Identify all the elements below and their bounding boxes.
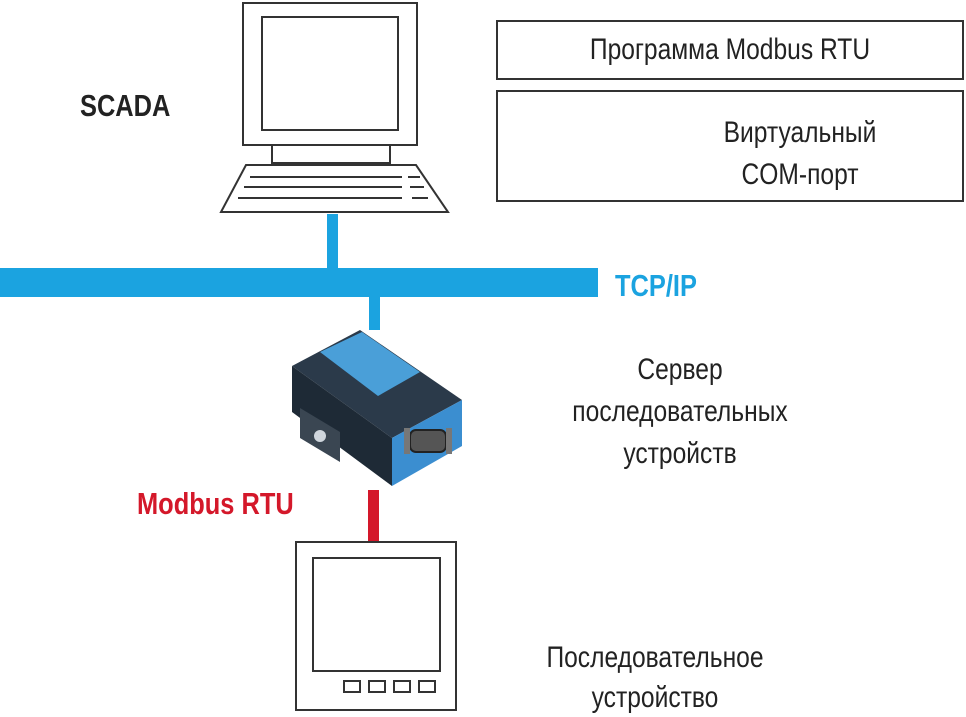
virtual-com-port-box (496, 90, 964, 202)
gateway-label-line2: последовательных (572, 395, 788, 428)
serial-device-icon (295, 541, 457, 711)
gateway-label-line3: устройств (623, 437, 737, 470)
modbus-rtu-label: Modbus RTU (137, 486, 294, 521)
scada-label: SCADA (80, 88, 171, 123)
virtual-port-label-line2: COM-порт (741, 158, 859, 191)
device-label-line2: устройство (591, 681, 719, 714)
serial-device-server-icon (292, 330, 462, 486)
gateway-label-line1: Сервер (637, 353, 723, 386)
device-label-line1: Последовательное (546, 641, 764, 674)
program-label: Программа Modbus RTU (589, 33, 871, 66)
virtual-port-label-line1: Виртуальный (723, 116, 877, 149)
tcpip-label: TCP/IP (615, 268, 697, 303)
modbus-rtu-line (368, 490, 379, 542)
computer-uplink-line (327, 214, 338, 274)
scada-computer-icon (219, 2, 450, 213)
gateway-uplink-line (369, 296, 380, 330)
tcpip-bus-line (0, 268, 598, 297)
program-box (496, 20, 964, 80)
